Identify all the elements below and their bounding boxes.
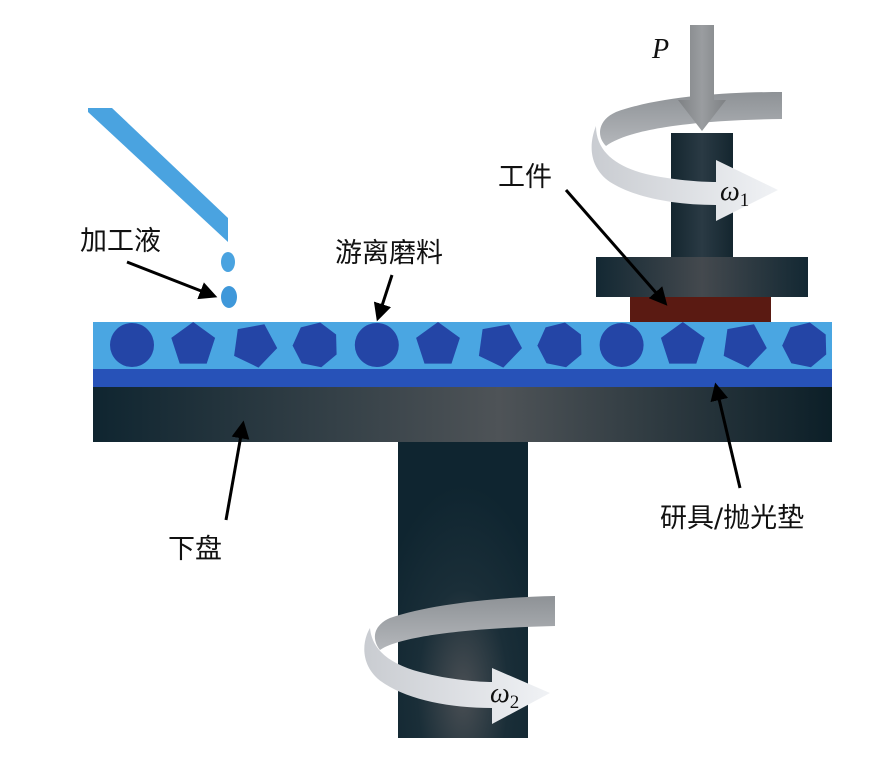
abrasive-particles xyxy=(110,322,827,368)
pressure-label: P xyxy=(651,34,669,65)
label-pad: 研具/抛光垫 xyxy=(660,503,804,534)
leader-free-abrasive xyxy=(373,274,394,322)
label-free-abrasive: 游离磨料 xyxy=(335,238,443,269)
label-lower-plate: 下盘 xyxy=(168,534,222,565)
fluid-nozzle xyxy=(88,108,228,242)
abrasive-particle-pentagon-rotated xyxy=(478,324,522,368)
leader-pad xyxy=(710,382,742,489)
leader-workpiece xyxy=(564,189,668,306)
abrasive-particle-heptagon xyxy=(292,322,337,368)
fluid-droplet xyxy=(221,252,235,272)
abrasive-particle-pentagon xyxy=(416,322,460,364)
abrasive-particle-pentagon-rotated xyxy=(234,324,278,368)
workpiece-holder xyxy=(596,257,808,297)
abrasive-particle-pentagon xyxy=(171,322,216,364)
pressure-arrow xyxy=(678,25,726,131)
abrasive-particle-pentagon-rotated xyxy=(723,324,767,368)
abrasive-particle-heptagon xyxy=(537,322,582,368)
rotation-arrow-omega2-back xyxy=(374,596,555,650)
lower-plate xyxy=(93,386,832,442)
workpiece xyxy=(630,297,771,322)
abrasive-particle-pentagon xyxy=(660,322,705,364)
abrasive-particle-heptagon xyxy=(782,322,827,368)
abrasive-particle-circle xyxy=(354,323,399,367)
abrasive-particle-circle xyxy=(110,323,154,367)
omega2-label: ω2 xyxy=(490,678,519,713)
rotation-arrow-omega1-front xyxy=(591,126,778,221)
leader-fluid xyxy=(126,260,218,300)
polishing-pad xyxy=(93,368,832,387)
rotation-arrow-omega1-back xyxy=(600,92,782,146)
fluid-droplet xyxy=(221,286,237,308)
label-fluid: 加工液 xyxy=(80,226,161,257)
label-workpiece: 工件 xyxy=(498,162,552,193)
abrasive-particle-circle xyxy=(599,323,644,367)
leader-lower-plate xyxy=(224,420,250,521)
omega1-label: ω1 xyxy=(720,176,749,211)
slurry-layer xyxy=(93,322,832,369)
rotation-arrow-omega2-front xyxy=(364,628,550,724)
